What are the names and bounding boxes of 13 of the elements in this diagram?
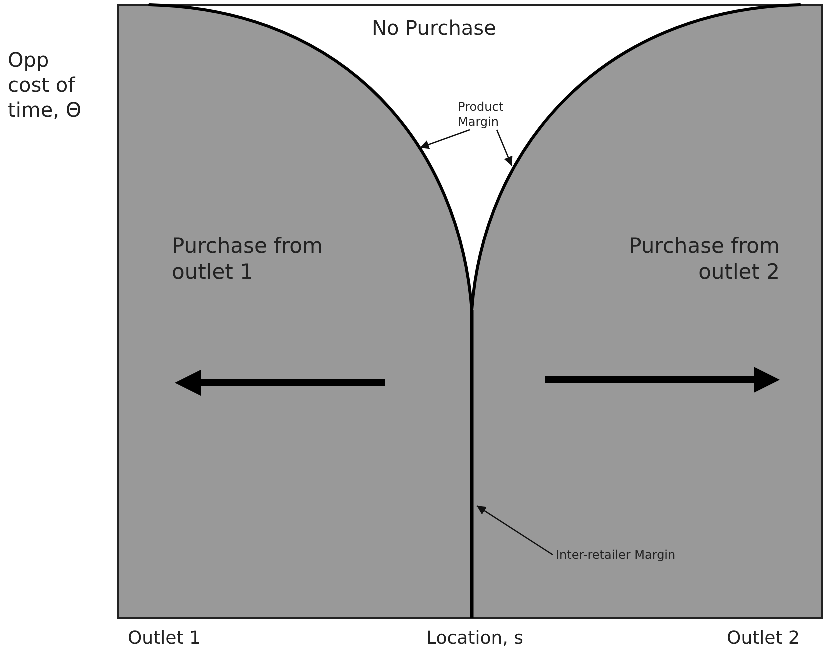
leader-line: [496, 130, 513, 166]
axis-label: Location, s: [426, 628, 524, 650]
leader-line: [420, 129, 470, 150]
boundary-line: [470, 310, 474, 618]
region-label: Purchase from outlet 2: [628, 233, 780, 286]
axis-label: Outlet 2: [726, 628, 800, 650]
callout-label: Product Margin: [458, 100, 528, 130]
callout-label: Inter-retailer Margin: [556, 548, 726, 563]
axis-label: Opp cost of time, Θ: [8, 48, 83, 123]
region-label: No Purchase: [372, 16, 498, 41]
axis-label: Outlet 1: [128, 628, 202, 650]
leader-line: [476, 505, 554, 556]
region-label: Purchase from outlet 1: [172, 233, 324, 286]
